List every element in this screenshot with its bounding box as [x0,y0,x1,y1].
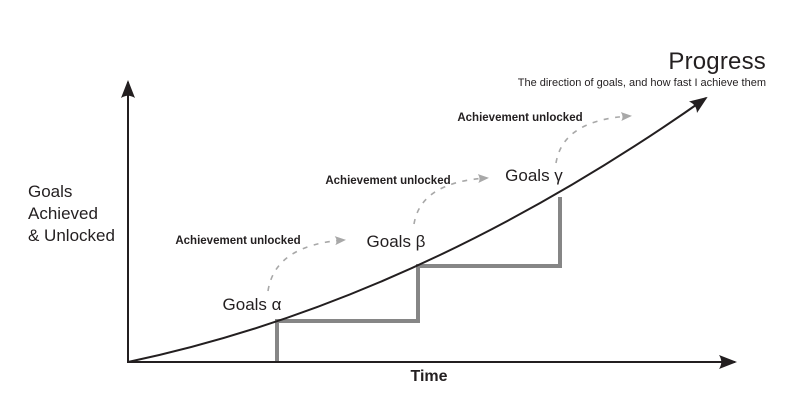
achievement-arrow-2 [413,174,489,225]
achievement-arrow-3 [555,112,632,164]
achievement-arrows [267,112,632,292]
y-axis-label-line-3: & Unlocked [28,226,115,245]
y-axis-label-line-1: Goals [28,182,72,201]
axes [121,80,737,369]
chart-title: Progress [668,48,766,75]
achievement-label-2: Achievement unlocked [325,175,450,187]
x-axis-label: Time [410,368,447,385]
goal-label-alpha: Goals α [223,295,282,314]
goal-label-gamma: Goals γ [505,166,563,185]
y-axis-label-line-2: Achieved [28,204,98,223]
achievement-label-1: Achievement unlocked [175,235,300,247]
y-axis-label: Goals Achieved & Unlocked [28,182,115,245]
achievement-label-3: Achievement unlocked [457,112,582,124]
achievement-arrow-1 [267,236,346,292]
progress-curve [127,96,708,363]
goal-label-beta: Goals β [367,232,426,251]
goal-steps-line [275,197,562,361]
chart-subtitle: The direction of goals, and how fast I a… [518,77,766,89]
